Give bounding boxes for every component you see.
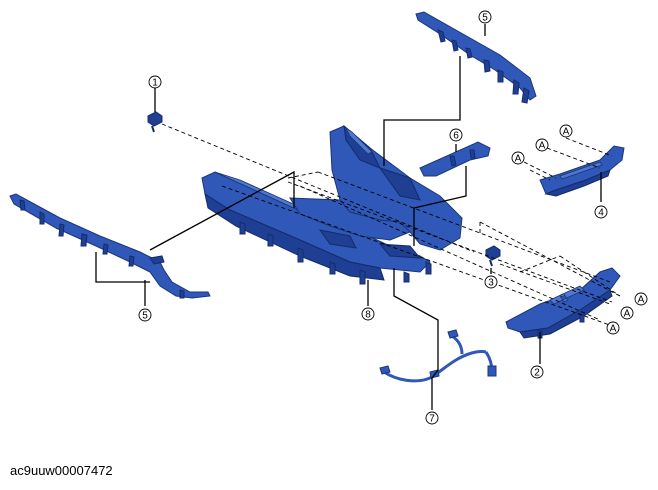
svg-text:A: A: [539, 141, 546, 152]
svg-text:3: 3: [488, 278, 494, 289]
svg-text:6: 6: [453, 131, 459, 142]
part-6-bracket: [419, 141, 491, 177]
callout-4: 4: [594, 205, 608, 219]
callout-a-2: A: [535, 138, 549, 152]
svg-text:A: A: [624, 309, 631, 320]
svg-text:4: 4: [598, 208, 604, 219]
callout-7: 7: [425, 411, 439, 425]
part-5-upper-rail: [415, 11, 537, 104]
callout-3: 3: [484, 275, 498, 289]
callout-2: 2: [530, 365, 544, 379]
leader-lines: [95, 24, 602, 410]
callout-a-1: A: [559, 124, 573, 138]
part-1-clip: [147, 111, 163, 133]
figure-id: ac9uuw00007472: [10, 463, 113, 478]
svg-text:A: A: [638, 295, 645, 306]
svg-text:A: A: [563, 127, 570, 138]
svg-text:A: A: [610, 324, 617, 335]
callout-5-left: 5: [138, 308, 152, 322]
svg-text:7: 7: [429, 414, 435, 425]
part-2-trim-panel: [505, 267, 621, 339]
svg-text:8: 8: [365, 310, 371, 321]
svg-text:A: A: [515, 154, 522, 165]
callout-6: 6: [449, 128, 463, 142]
callout-1: 1: [148, 75, 162, 89]
svg-text:5: 5: [142, 311, 148, 322]
svg-text:5: 5: [482, 13, 488, 24]
callout-8: 8: [361, 307, 375, 321]
part-7-wire-harness: [379, 329, 497, 383]
part-8-console-body: [201, 124, 463, 285]
callout-a-3: A: [511, 151, 525, 165]
part-4-trim-panel: [539, 145, 625, 197]
callout-5-upper: 5: [478, 10, 492, 24]
dashed-assembly-lines: [161, 123, 621, 329]
svg-text:2: 2: [534, 368, 540, 379]
svg-text:1: 1: [152, 78, 158, 89]
callout-a-5: A: [620, 306, 634, 320]
callout-a-4: A: [634, 292, 648, 306]
part-5-left-rail: [9, 193, 211, 299]
part-3-clip: [485, 245, 501, 267]
callout-a-6: A: [606, 321, 620, 335]
